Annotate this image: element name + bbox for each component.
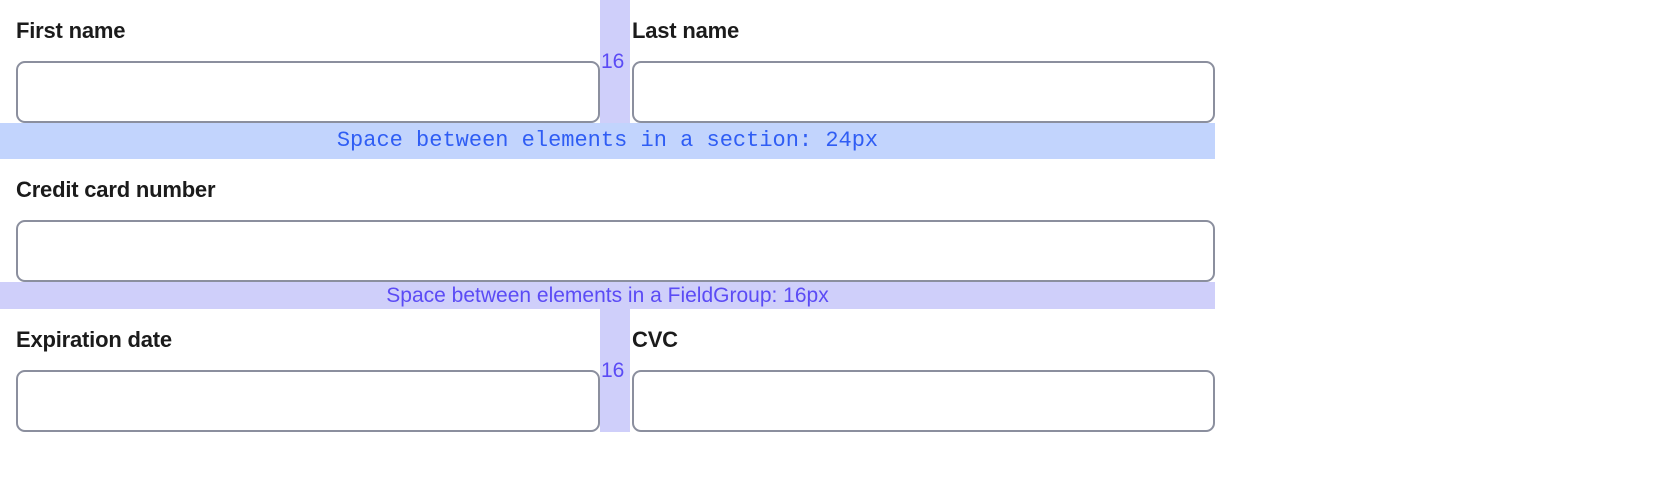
first-name-label: First name	[16, 18, 126, 43]
expiration-date-field: Expiration date	[0, 309, 600, 432]
last-name-input-slot	[630, 61, 1215, 123]
expiration-date-label: Expiration date	[16, 327, 172, 352]
credit-card-field-row: Credit card number	[0, 159, 1215, 282]
expiration-date-input[interactable]	[16, 370, 600, 432]
credit-card-input-slot	[0, 220, 1215, 282]
cvc-label: CVC	[632, 327, 678, 352]
first-name-input[interactable]	[16, 61, 600, 123]
cvc-input-slot	[630, 370, 1215, 432]
first-name-input-slot	[0, 61, 600, 123]
credit-card-number-label: Credit card number	[16, 177, 216, 202]
section-spacing-bar: Space between elements in a section: 24p…	[0, 123, 1215, 159]
name-field-row: First name 16 Last name	[0, 0, 1215, 123]
expiry-cvc-field-row: Expiration date 16 CVC	[0, 309, 1215, 432]
column-gap-label: 16	[601, 359, 625, 382]
first-name-field: First name	[0, 0, 600, 123]
column-gap-indicator-top: 16	[600, 0, 630, 123]
credit-card-field: Credit card number	[0, 159, 1215, 282]
last-name-field: Last name	[630, 0, 1215, 123]
section-spacing-label: Space between elements in a section: 24p…	[336, 128, 879, 153]
credit-card-number-input[interactable]	[16, 220, 1215, 282]
expiration-date-input-slot	[0, 370, 600, 432]
last-name-input[interactable]	[632, 61, 1215, 123]
fieldgroup-spacing-label: Space between elements in a FieldGroup: …	[386, 284, 829, 307]
cvc-field: CVC	[630, 309, 1215, 432]
column-gap-label: 16	[601, 50, 625, 73]
fieldgroup-spacing-bar: Space between elements in a FieldGroup: …	[0, 282, 1215, 309]
column-gap-indicator-bottom: 16	[600, 309, 630, 432]
last-name-label: Last name	[632, 18, 740, 43]
cvc-input[interactable]	[632, 370, 1215, 432]
payment-form: First name 16 Last name Space between el…	[0, 0, 1215, 432]
